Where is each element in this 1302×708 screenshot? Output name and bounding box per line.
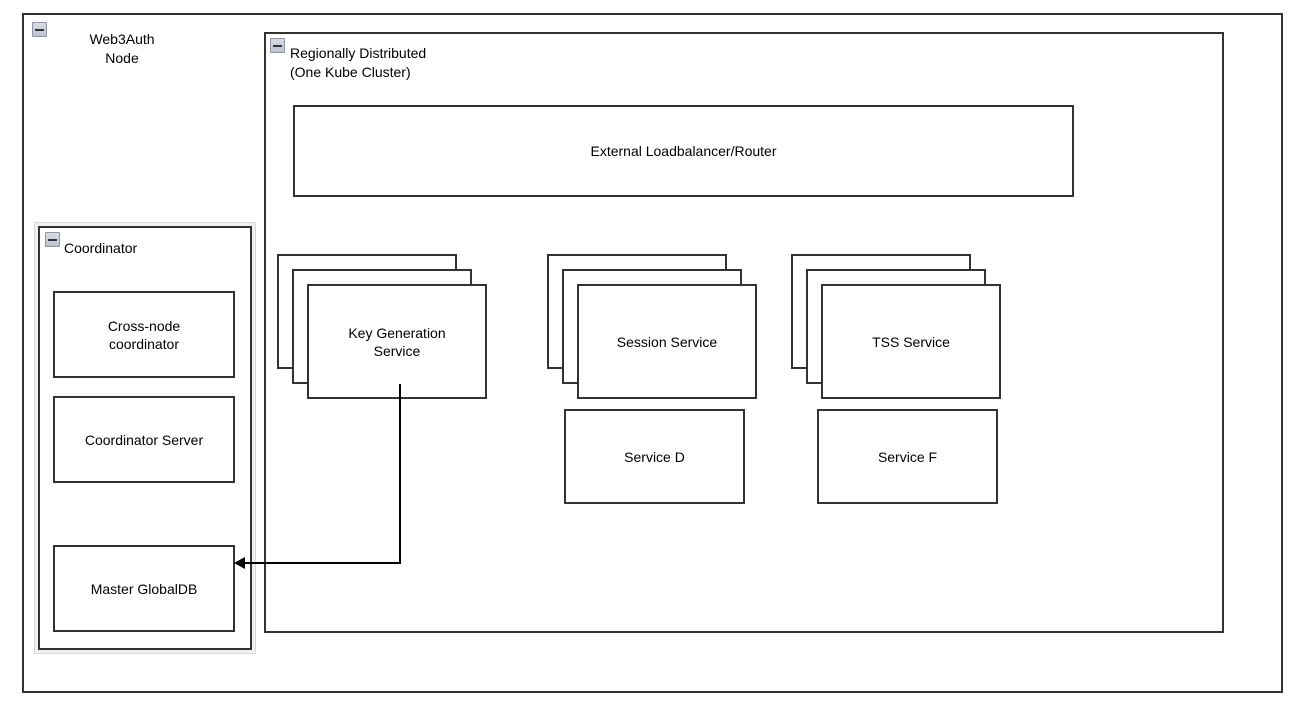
kube-cluster-collapse-icon[interactable] <box>270 38 285 53</box>
kube-cluster-label: Regionally Distributed (One Kube Cluster… <box>290 45 427 80</box>
service-d-box[interactable]: Service D <box>564 409 745 504</box>
key-generation-service-stack[interactable]: Key Generation Service <box>277 254 487 399</box>
coordinator-collapse-icon[interactable] <box>45 232 60 247</box>
web3auth-node-label: Web3Auth Node <box>89 31 155 66</box>
tss-service-box[interactable]: TSS Service <box>821 284 1001 399</box>
master-globaldb-box[interactable]: Master GlobalDB <box>53 545 235 632</box>
tss-service-stack[interactable]: TSS Service <box>791 254 1001 399</box>
connector-keygen-to-globaldb-segment-horizontal <box>245 562 401 564</box>
key-generation-service-box[interactable]: Key Generation Service <box>307 284 487 399</box>
external-loadbalancer-box[interactable]: External Loadbalancer/Router <box>293 105 1074 197</box>
session-service-box[interactable]: Session Service <box>577 284 757 399</box>
service-f-box[interactable]: Service F <box>817 409 998 504</box>
connector-keygen-to-globaldb-segment-vertical <box>399 384 401 564</box>
web3auth-node-collapse-icon[interactable] <box>32 22 47 37</box>
cross-node-coordinator-box[interactable]: Cross-node coordinator <box>53 291 235 378</box>
connector-keygen-to-globaldb-arrowhead <box>234 557 245 569</box>
coordinator-label: Coordinator <box>64 240 138 256</box>
session-service-stack[interactable]: Session Service <box>547 254 757 399</box>
coordinator-server-box[interactable]: Coordinator Server <box>53 396 235 483</box>
